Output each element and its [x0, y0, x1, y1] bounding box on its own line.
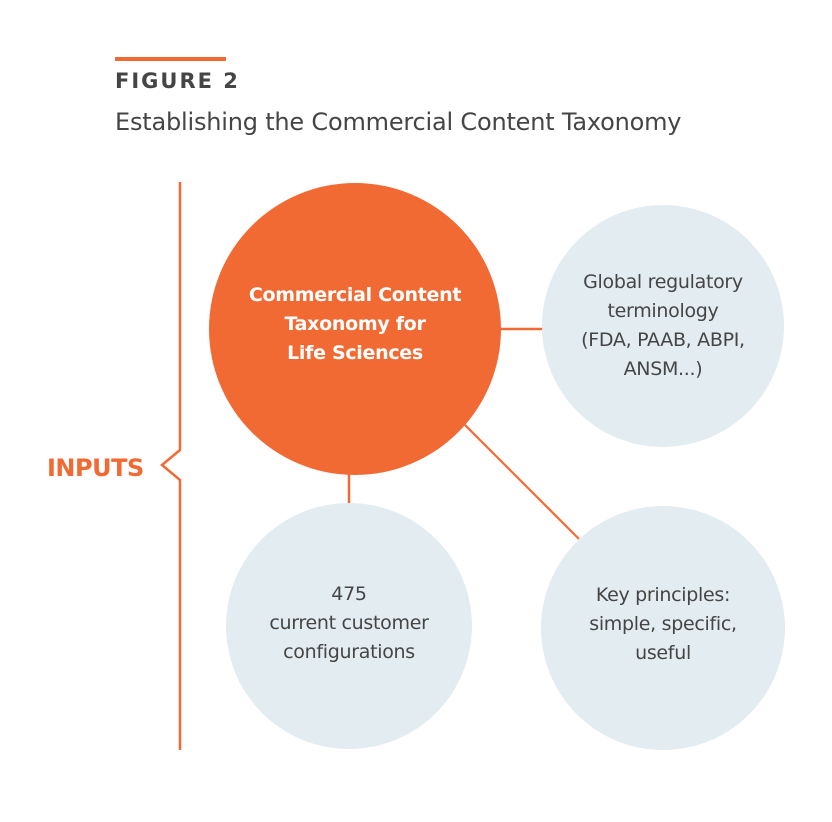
node-main: Commercial Content Taxonomy for Life Sci… — [209, 183, 501, 475]
figure-accent-bar — [115, 57, 226, 61]
node-configurations: 475 current customer configurations — [226, 503, 472, 749]
node-regulatory-line: (FDA, PAAB, ABPI, — [581, 329, 745, 351]
connector-main-to-principles — [462, 422, 580, 540]
node-principles-line: useful — [635, 641, 691, 664]
node-configurations-circle — [226, 503, 472, 749]
node-regulatory-line: ANSM...) — [623, 358, 703, 380]
node-configurations-line: current customer — [269, 611, 429, 634]
node-principles-line: simple, specific, — [589, 612, 737, 635]
node-regulatory: Global regulatory terminology (FDA, PAAB… — [542, 205, 784, 447]
figure-label: FIGURE 2 — [115, 69, 240, 93]
node-principles-circle — [541, 506, 785, 750]
node-regulatory-line: terminology — [607, 300, 719, 322]
node-main-circle — [209, 183, 501, 475]
node-main-line: Commercial Content — [248, 283, 462, 306]
node-regulatory-line: Global regulatory — [583, 271, 743, 293]
figure-title: Establishing the Commercial Content Taxo… — [115, 108, 682, 136]
node-principles-line: Key principles: — [595, 583, 731, 606]
node-configurations-line: configurations — [283, 640, 415, 663]
node-regulatory-circle — [542, 205, 784, 447]
inputs-label: INPUTS — [47, 454, 144, 482]
inputs-bracket — [160, 182, 182, 750]
node-configurations-line: 475 — [331, 582, 367, 605]
node-main-line: Taxonomy for — [284, 312, 426, 335]
node-main-line: Life Sciences — [287, 341, 423, 364]
node-principles: Key principles: simple, specific, useful — [541, 506, 785, 750]
